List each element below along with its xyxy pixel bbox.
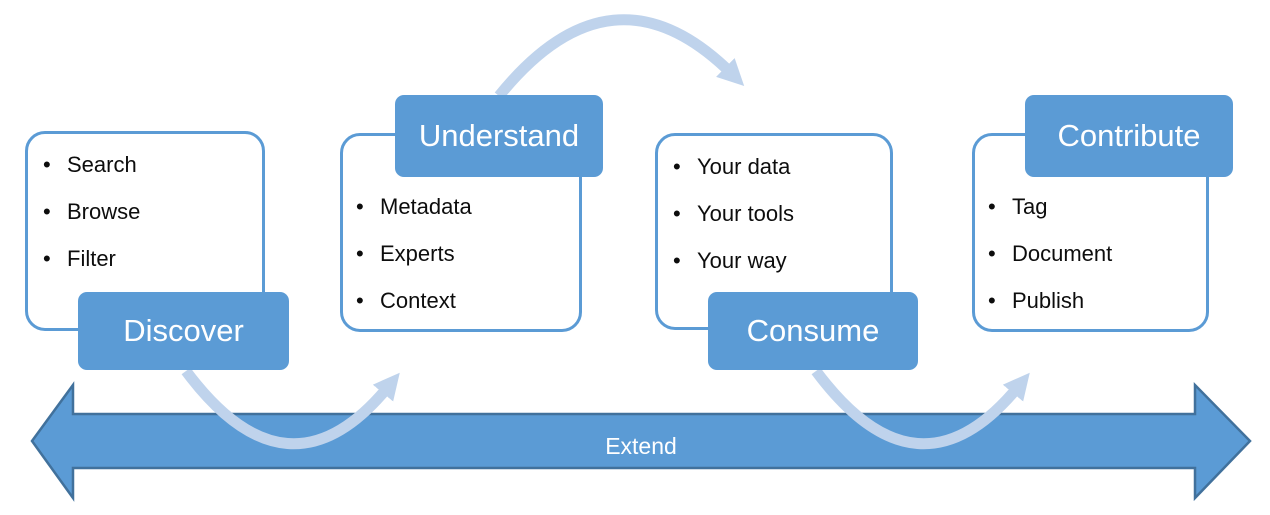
list-item: Context	[356, 277, 579, 324]
list-item: Browse	[43, 188, 262, 235]
list-item: Publish	[988, 277, 1206, 324]
contribute-label: Contribute	[1025, 95, 1233, 177]
understand-item-list: Metadata Experts Context	[343, 136, 579, 324]
consume-item-list: Your data Your tools Your way	[658, 136, 890, 284]
list-item: Tag	[988, 183, 1206, 230]
understand-to-consume-arrow-icon	[494, 14, 745, 100]
contribute-item-list: Tag Document Publish	[975, 136, 1206, 324]
extend-arrow-label: Extend	[605, 433, 677, 459]
list-item: Search	[43, 141, 262, 188]
understand-label: Understand	[395, 95, 603, 177]
discover-to-understand-arrow-icon	[181, 367, 400, 450]
consume-to-contribute-arrow-icon	[811, 367, 1030, 450]
list-item: Filter	[43, 235, 262, 282]
list-item: Experts	[356, 230, 579, 277]
extend-arrow	[30, 381, 1252, 502]
list-item: Metadata	[356, 183, 579, 230]
discover-label: Discover	[78, 292, 289, 370]
consume-label: Consume	[708, 292, 918, 370]
discover-item-list: Search Browse Filter	[28, 134, 262, 282]
list-item: Your data	[673, 143, 890, 190]
list-item: Document	[988, 230, 1206, 277]
list-item: Your way	[673, 237, 890, 284]
list-item: Your tools	[673, 190, 890, 237]
